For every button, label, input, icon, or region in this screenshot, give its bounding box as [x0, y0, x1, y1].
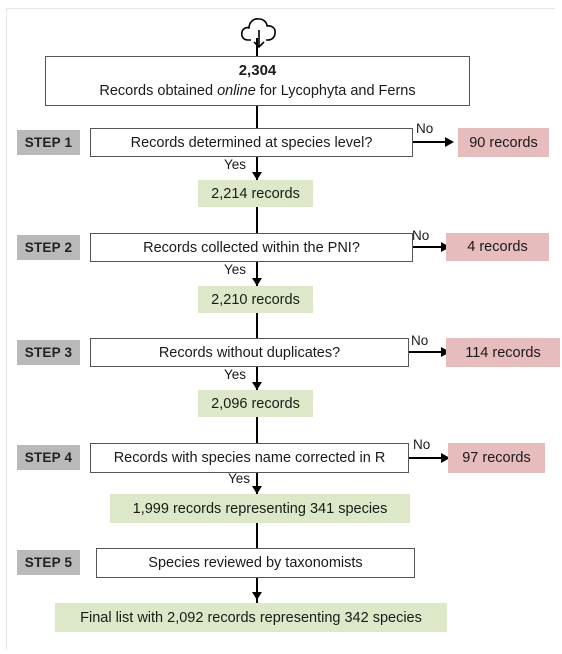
step-1-question-box: Records determined at species level? [90, 128, 413, 157]
step-4-question-box: Records with species name corrected in R [90, 443, 409, 473]
arrowhead [252, 172, 262, 180]
arrowhead [252, 592, 262, 600]
step-3-no-label: No [411, 333, 429, 348]
step-2-tag: STEP 2 [17, 235, 80, 260]
step-4-tag: STEP 4 [17, 445, 80, 470]
step-2-question-box: Records collected within the PNI? [90, 233, 413, 262]
step-3-yes-label: Yes [224, 367, 247, 382]
step-4-excluded-box: 97 records [448, 443, 545, 473]
arrowhead [252, 278, 262, 286]
step-4-no-label: No [413, 437, 431, 452]
step-1-excluded-box: 90 records [458, 128, 549, 157]
step-5-question-box: Species reviewed by taxonomists [96, 548, 415, 578]
start-description: Records obtained online for Lycophyta an… [99, 83, 416, 99]
start-count: 2,304 [238, 62, 277, 79]
no-connector [409, 457, 444, 459]
step-1-remaining-box: 2,214 records [198, 180, 313, 207]
no-connector [413, 246, 444, 248]
step-5-tag: STEP 5 [17, 550, 80, 575]
arrowhead [441, 242, 450, 252]
step-2-yes-label: Yes [224, 262, 247, 277]
no-connector [413, 141, 447, 143]
step-4-remaining-box: 1,999 records representing 341 species [110, 494, 410, 523]
step-4-yes-label: Yes [228, 471, 251, 486]
arrowhead [441, 347, 450, 357]
step-2-excluded-box: 4 records [446, 233, 549, 261]
arrowhead [445, 137, 454, 147]
arrowhead [441, 453, 450, 463]
main-flow-line [256, 38, 258, 604]
step-3-question-box: Records without duplicates? [90, 338, 409, 367]
cloud-download-icon [240, 18, 276, 49]
step-3-excluded-box: 114 records [446, 338, 560, 367]
step-3-remaining-box: 2,096 records [198, 390, 313, 417]
no-connector [409, 351, 444, 353]
arrowhead [252, 486, 262, 494]
start-records-box: 2,304 Records obtained online for Lycoph… [45, 56, 470, 106]
figure-frame [6, 8, 555, 649]
step-2-remaining-box: 2,210 records [198, 286, 313, 313]
step-1-yes-label: Yes [224, 157, 247, 172]
final-list-box: Final list with 2,092 records representi… [55, 603, 447, 632]
arrowhead [252, 382, 262, 390]
step-3-tag: STEP 3 [17, 340, 80, 365]
step-1-tag: STEP 1 [17, 130, 80, 155]
step-1-no-label: No [416, 121, 434, 136]
step-2-no-label: No [412, 228, 430, 243]
